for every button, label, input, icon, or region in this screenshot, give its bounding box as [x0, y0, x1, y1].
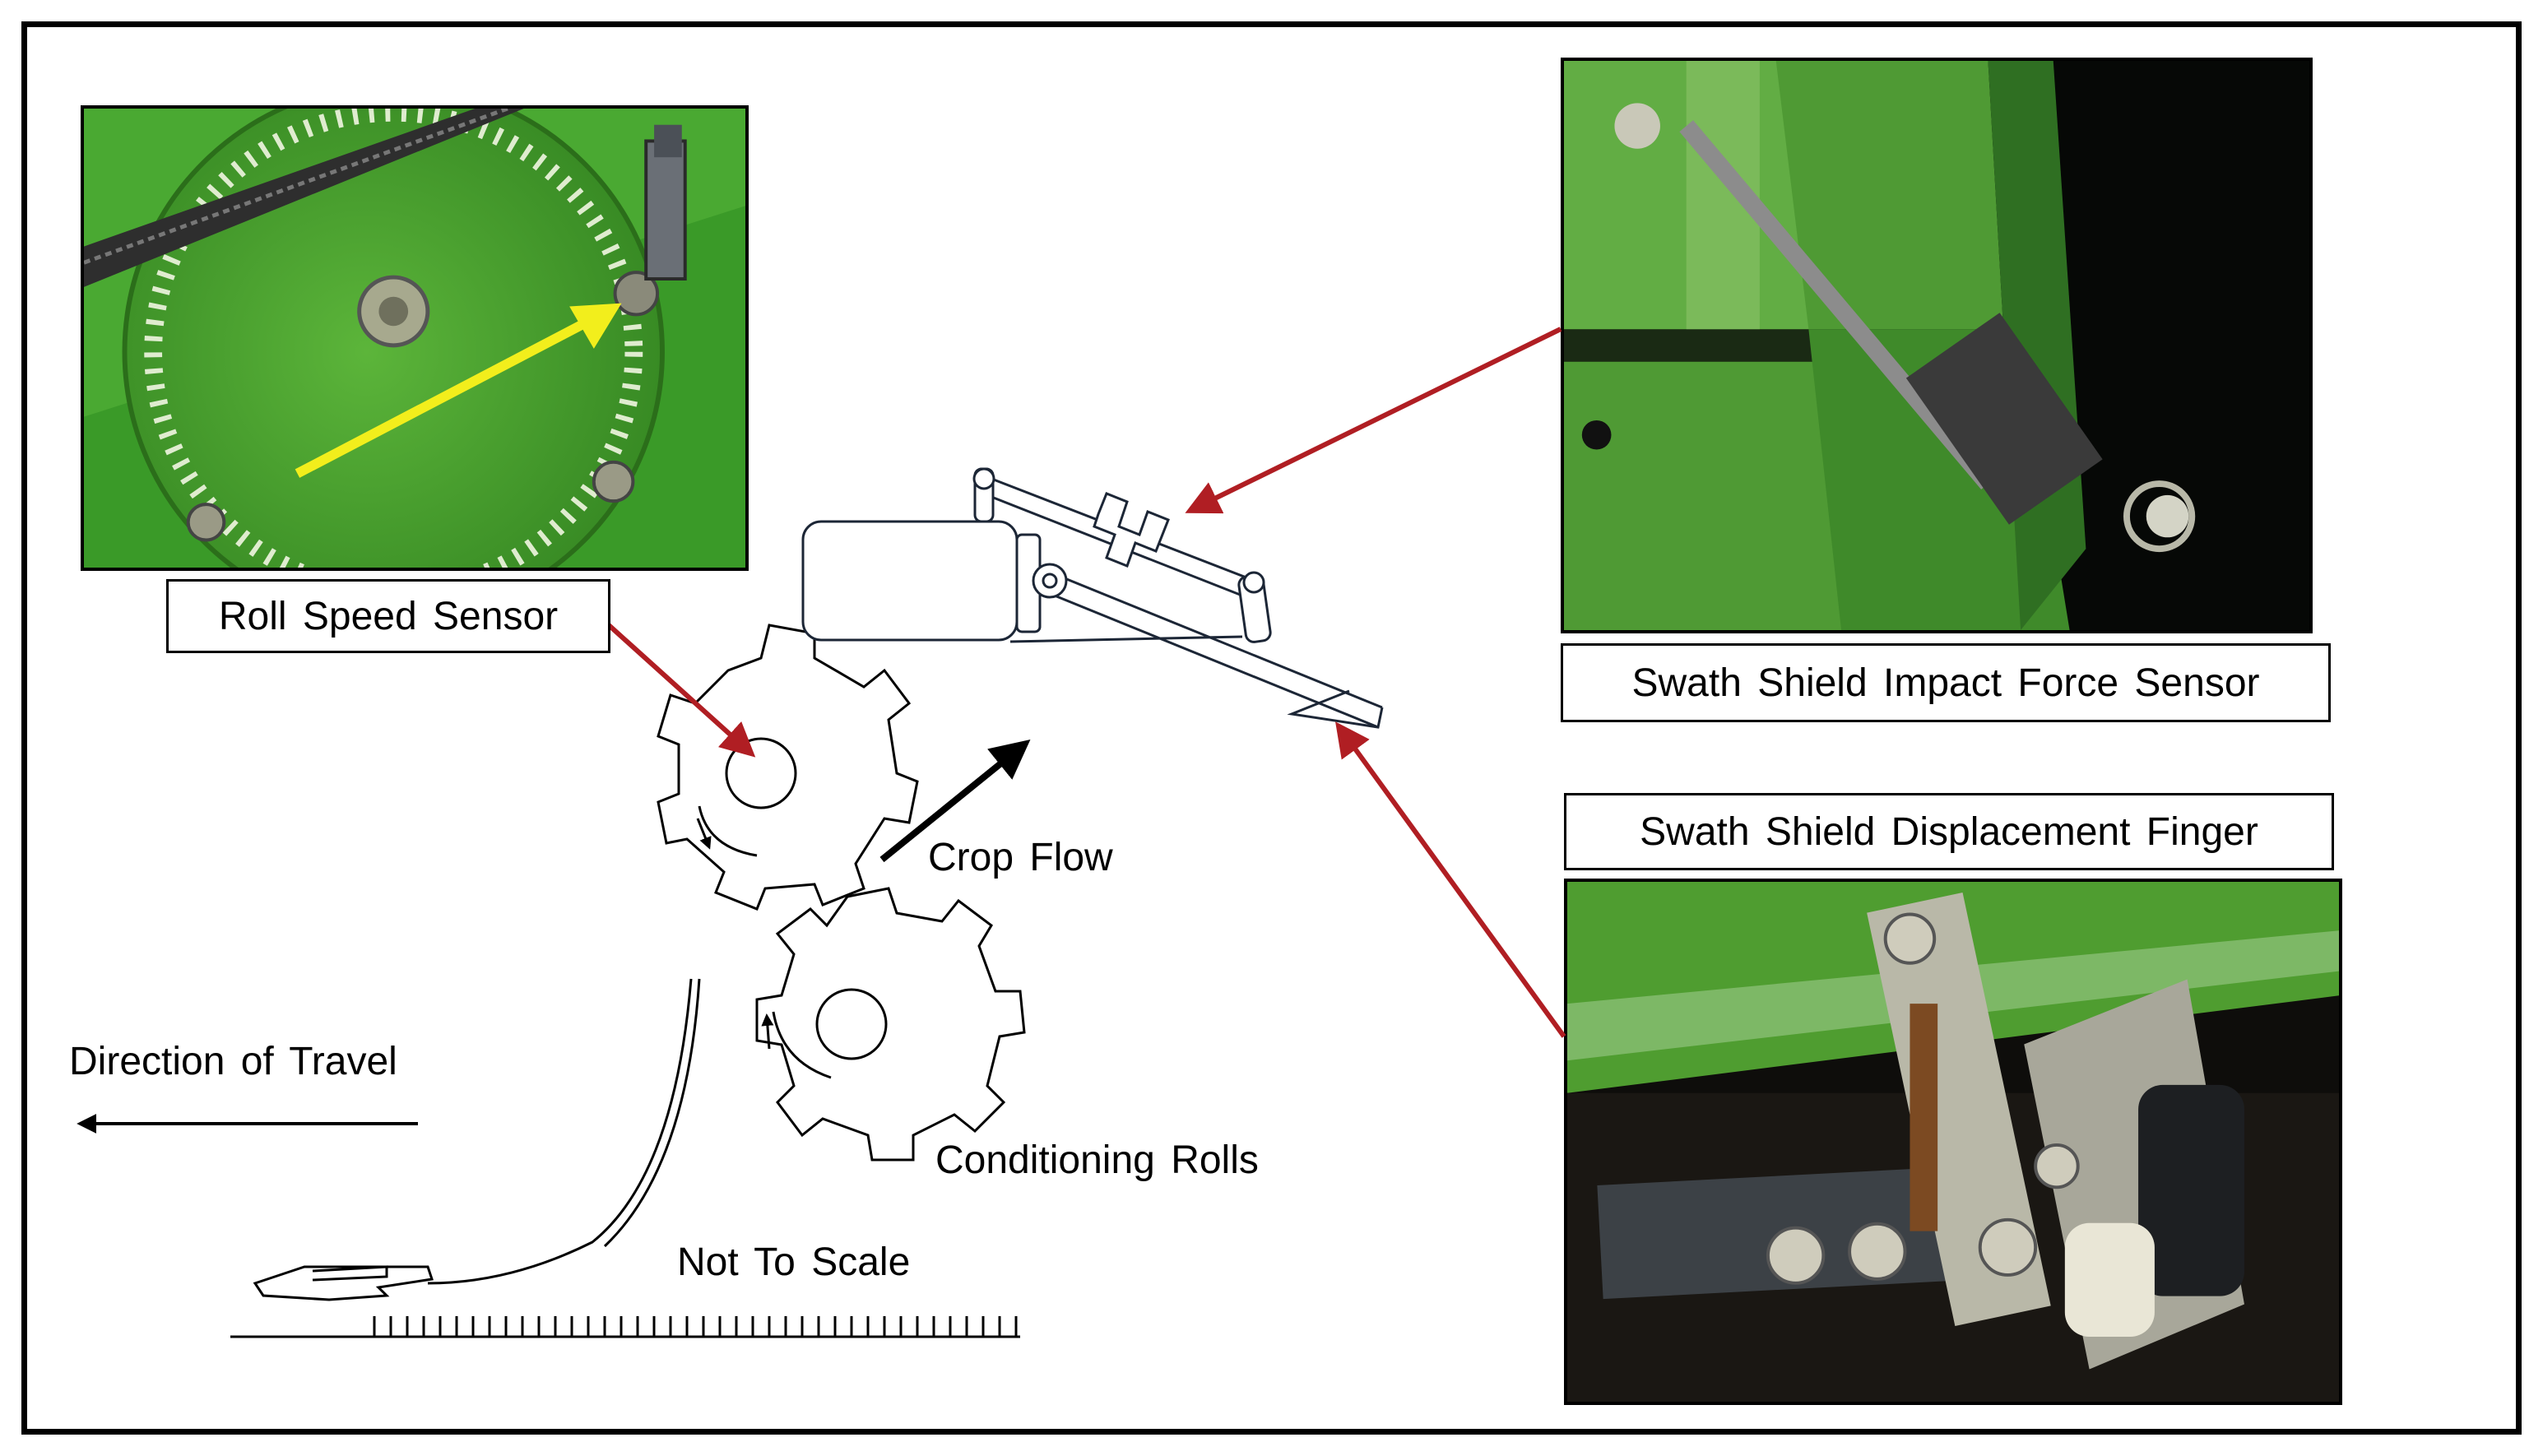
upper-conditioning-roll — [657, 624, 919, 911]
impact-force-sensor-label: Swath Shield Impact Force Sensor — [1561, 643, 2331, 722]
crop-flow-label: Crop Flow — [928, 836, 1113, 879]
lower-conditioning-roll — [755, 887, 1026, 1162]
roll-speed-sensor-photo — [81, 105, 749, 571]
impact-force-pointer-arrow — [1185, 327, 1562, 514]
roll-speed-sensor-label: Roll Speed Sensor — [166, 579, 610, 653]
swath-shield-assembly — [801, 467, 1384, 729]
displacement-finger-photo — [1564, 879, 2342, 1405]
figure-frame — [21, 21, 2522, 1435]
displacement-finger-label: Swath Shield Displacement Finger — [1564, 793, 2334, 870]
direction-of-travel-label: Direction of Travel — [69, 1040, 397, 1083]
impact-force-sensor-photo — [1561, 58, 2313, 633]
conditioning-rolls-label: Conditioning Rolls — [935, 1138, 1259, 1182]
displacement-finger-pointer-arrow — [1335, 721, 1566, 1038]
not-to-scale-label: Not To Scale — [677, 1240, 911, 1284]
cutterbar-and-crop-path — [253, 978, 701, 1301]
crop-flow-arrow — [879, 739, 1031, 863]
ground-ticks — [373, 1316, 1018, 1337]
roll-speed-pointer-arrow — [606, 623, 756, 758]
